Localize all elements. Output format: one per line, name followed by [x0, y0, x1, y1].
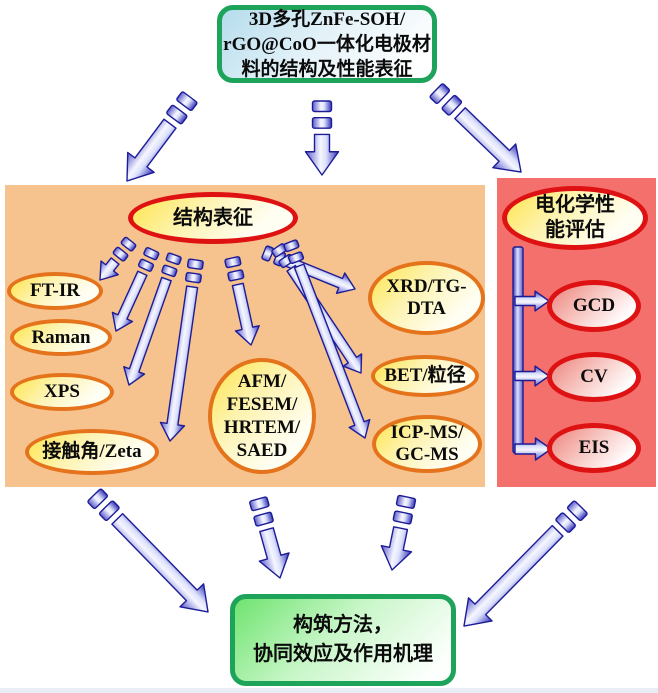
method-ellipse-ftir: FT-IR	[7, 272, 103, 310]
microscopy-label: AFM/ FESEM/ HRTEM/ SAED	[223, 371, 301, 461]
ftir-label: FT-IR	[30, 280, 80, 302]
method-ellipse-microscopy: AFM/ FESEM/ HRTEM/ SAED	[208, 358, 316, 474]
method-ellipse-xps: XPS	[10, 373, 114, 411]
structural-header-ellipse: 结构表征	[128, 192, 298, 244]
icp-gc-ms-label: ICP-MS/ GC-MS	[390, 422, 464, 465]
conclusion-box: 构筑方法， 协同效应及作用机理	[230, 594, 456, 686]
test-ellipse-eis: EIS	[547, 423, 641, 473]
raman-label: Raman	[31, 326, 91, 348]
arrow-title-to-structural-left	[126, 91, 198, 182]
arrow-title-to-structural-mid	[304, 100, 340, 176]
arrow-structural-to-conclusion-3	[380, 494, 417, 571]
xrd-tg-dta-label: XRD/TG- DTA	[386, 276, 467, 319]
method-ellipse-bet-size: BET/粒径	[371, 355, 479, 397]
test-ellipse-gcd: GCD	[547, 280, 641, 332]
arrow-structural-to-conclusion-2	[249, 496, 290, 579]
method-ellipse-raman: Raman	[10, 319, 112, 356]
method-ellipse-contact-zeta: 接触角/Zeta	[25, 429, 159, 475]
method-ellipse-xrd-tg-dta: XRD/TG- DTA	[368, 261, 485, 335]
arrow-electrochemical-to-conclusion	[463, 500, 588, 627]
title-box: 3D多孔ZnFe-SOH/ rGO@CoO一体化电极材 料的结构及性能表征	[217, 5, 437, 83]
footer-strip	[0, 688, 658, 693]
electrochemical-header-ellipse: 电化学性 能评估	[502, 186, 648, 250]
title-text: 3D多孔ZnFe-SOH/ rGO@CoO一体化电极材 料的结构及性能表征	[223, 8, 431, 80]
xps-label: XPS	[44, 381, 80, 403]
contact-zeta-label: 接触角/Zeta	[42, 441, 142, 463]
cv-label: CV	[580, 366, 608, 388]
conclusion-text: 构筑方法， 协同效应及作用机理	[253, 614, 433, 665]
arrow-title-to-electrochemical	[429, 83, 522, 173]
method-ellipse-icp-gc-ms: ICP-MS/ GC-MS	[372, 415, 482, 473]
test-ellipse-cv: CV	[547, 352, 641, 402]
bet-size-label: BET/粒径	[384, 365, 466, 387]
electrochemical-header-label: 电化学性 能评估	[535, 194, 615, 241]
eis-label: EIS	[578, 437, 610, 459]
structural-header-label: 结构表征	[173, 206, 253, 229]
arrow-structural-to-conclusion-1	[87, 488, 209, 613]
gcd-label: GCD	[572, 295, 616, 317]
